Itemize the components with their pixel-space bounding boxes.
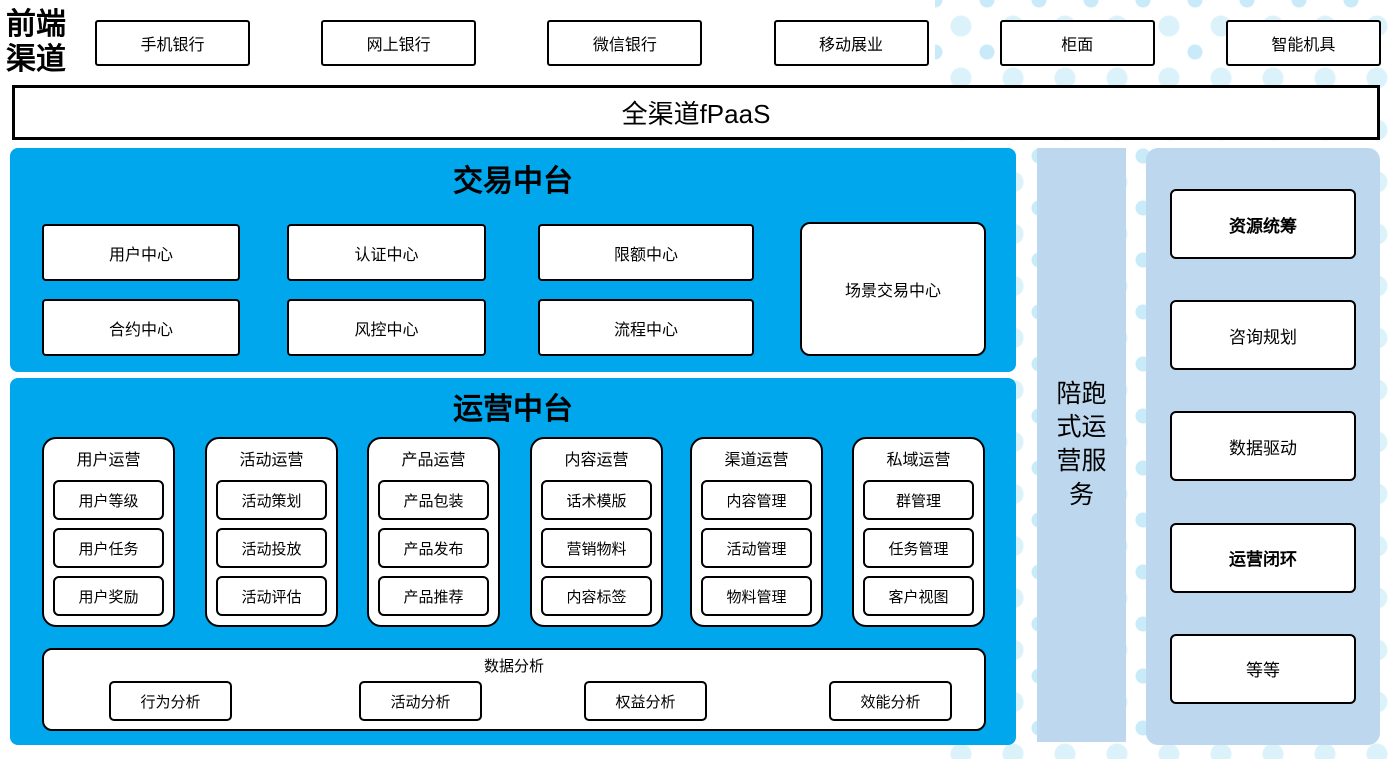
center-box-process: 流程中心	[538, 299, 754, 356]
capability-box-closed-loop: 运营闭环	[1170, 522, 1356, 593]
group-title: 产品运营	[401, 452, 466, 469]
operation-group-private-domain: 私域运营 群管理 任务管理 客户视图	[852, 437, 985, 627]
data-analysis-strip: 数据分析 行为分析 活动分析 权益分析 效能分析	[42, 648, 986, 731]
operation-group-user: 用户运营 用户等级 用户任务 用户奖励	[42, 437, 175, 627]
group-item: 群管理	[863, 480, 974, 520]
group-title: 活动运营	[239, 452, 304, 469]
center-box-auth: 认证中心	[287, 224, 486, 281]
channel-box-mobile-banking: 手机银行	[95, 20, 250, 66]
transaction-platform-block: 交易中台 用户中心 认证中心 限额中心 合约中心 风控中心 流程中心 场景交易中…	[10, 148, 1016, 372]
group-item: 活动投放	[216, 528, 327, 568]
group-item: 内容管理	[701, 480, 812, 520]
group-item: 活动管理	[701, 528, 812, 568]
operation-platform-block: 运营中台 用户运营 用户等级 用户任务 用户奖励 活动运营 活动策划 活动投放 …	[10, 378, 1016, 745]
center-box-scenario-transaction: 场景交易中心	[800, 222, 986, 356]
operation-group-product: 产品运营 产品包装 产品发布 产品推荐	[367, 437, 500, 627]
group-title: 渠道运营	[724, 452, 789, 469]
analysis-box-activity: 活动分析	[359, 681, 482, 721]
group-item: 营销物料	[541, 528, 652, 568]
channel-box-wechat-banking: 微信银行	[547, 20, 703, 66]
capability-box-resource: 资源统筹	[1170, 189, 1356, 260]
operation-group-channel: 渠道运营 内容管理 活动管理 物料管理	[690, 437, 823, 627]
group-item: 产品推荐	[378, 576, 489, 616]
group-item: 物料管理	[701, 576, 812, 616]
channel-box-online-banking: 网上银行	[321, 20, 477, 66]
channel-box-mobile-business: 移动展业	[773, 20, 929, 66]
operation-platform-title: 运营中台	[453, 393, 573, 426]
group-item: 内容标签	[541, 576, 652, 616]
group-item: 用户奖励	[53, 576, 164, 616]
group-item: 用户等级	[53, 480, 164, 520]
center-box-user: 用户中心	[42, 224, 240, 281]
data-analysis-title: 数据分析	[483, 658, 544, 675]
group-item: 用户任务	[53, 528, 164, 568]
front-channels-row: 手机银行 网上银行 微信银行 移动展业 柜面 智能机具	[95, 20, 1381, 66]
group-item: 任务管理	[863, 528, 974, 568]
channel-box-counter: 柜面	[999, 20, 1155, 66]
side-service-bar: 陪跑式运营服务	[1037, 148, 1126, 742]
capability-box-consulting: 咨询规划	[1170, 300, 1356, 371]
group-item: 话术模版	[541, 480, 652, 520]
center-box-contract: 合约中心	[42, 299, 240, 356]
group-item: 产品包装	[378, 480, 489, 520]
capability-box-data-driven: 数据驱动	[1170, 411, 1356, 482]
analysis-box-efficiency: 效能分析	[829, 681, 952, 721]
analysis-box-behavior: 行为分析	[109, 681, 232, 721]
group-title: 私域运营	[886, 452, 951, 469]
fpaas-bar: 全渠道fPaaS	[12, 85, 1380, 140]
operation-group-activity: 活动运营 活动策划 活动投放 活动评估	[205, 437, 338, 627]
group-item: 产品发布	[378, 528, 489, 568]
group-title: 用户运营	[76, 452, 141, 469]
service-capability-panel: 资源统筹 咨询规划 数据驱动 运营闭环 等等	[1146, 148, 1380, 745]
center-box-limit: 限额中心	[538, 224, 754, 281]
side-service-label: 陪跑式运营服务	[1056, 379, 1107, 509]
capability-box-etc: 等等	[1170, 633, 1356, 704]
center-box-risk: 风控中心	[287, 299, 486, 356]
analysis-box-rights: 权益分析	[584, 681, 707, 721]
group-title: 内容运营	[564, 452, 629, 469]
channel-box-smart-devices: 智能机具	[1225, 20, 1381, 66]
group-item: 活动评估	[216, 576, 327, 616]
operation-group-content: 内容运营 话术模版 营销物料 内容标签	[530, 437, 663, 627]
group-item: 活动策划	[216, 480, 327, 520]
front-channels-label: 前端渠道	[6, 8, 66, 76]
group-item: 客户视图	[863, 576, 974, 616]
transaction-platform-title: 交易中台	[453, 165, 573, 198]
